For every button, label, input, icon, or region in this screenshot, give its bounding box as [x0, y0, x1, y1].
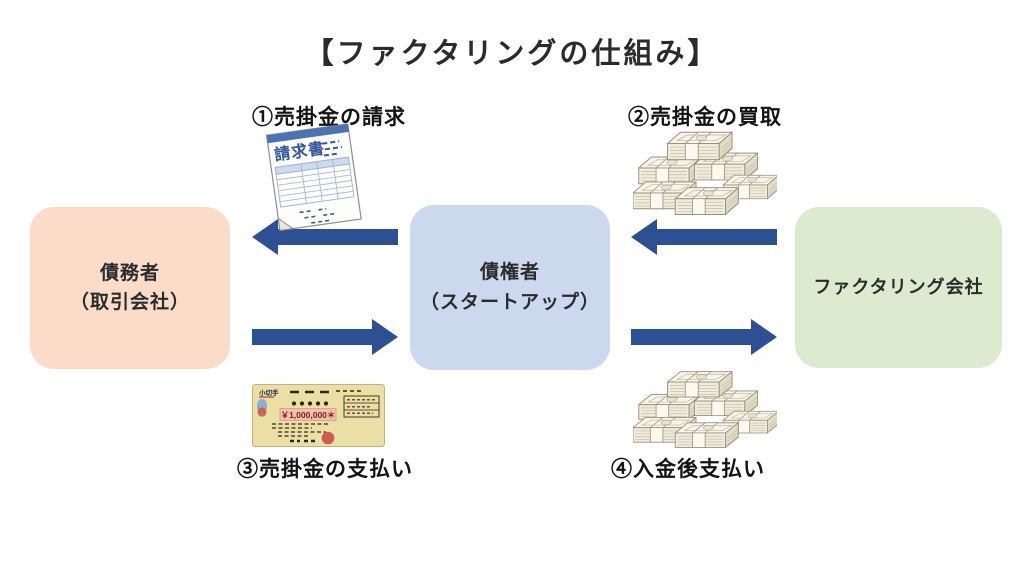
- invoice-illustration-icon: 請求書: [265, 124, 362, 232]
- step1-label: ①売掛金の請求: [252, 106, 406, 129]
- step3-label: ③売掛金の支払い: [237, 458, 413, 481]
- check-amount-text: ￥1,000,000＊: [281, 410, 336, 420]
- arrow-right-step4-icon: [631, 319, 777, 355]
- money-stack-top-icon: [633, 126, 777, 226]
- money-stack-bottom-icon: [633, 366, 777, 458]
- arrow-left-step1-icon: [252, 219, 398, 255]
- creditor-box: 債権者 （スタートアップ）: [410, 205, 610, 370]
- arrow-left-step2-icon: [631, 219, 777, 255]
- check-title-text: 小切手: [258, 388, 279, 397]
- step2-label: ②売掛金の買取: [628, 106, 782, 129]
- factoring-company-box: ファクタリング会社: [795, 207, 1002, 368]
- factoring-company-name: ファクタリング会社: [813, 276, 984, 297]
- check-illustration-icon: 小切手 ￥1,000,000＊: [252, 384, 385, 447]
- step4-label: ④入金後支払い: [611, 458, 765, 481]
- creditor-subname: （スタートアップ）: [419, 291, 600, 313]
- creditor-name: 債権者: [479, 262, 540, 284]
- arrow-right-step3-icon: [252, 319, 398, 355]
- debtor-name: 債務者: [99, 262, 160, 284]
- page-title: 【ファクタリングの仕組み】: [304, 38, 720, 70]
- debtor-box: 債務者 （取引会社）: [30, 207, 230, 369]
- debtor-subname: （取引会社）: [69, 292, 190, 313]
